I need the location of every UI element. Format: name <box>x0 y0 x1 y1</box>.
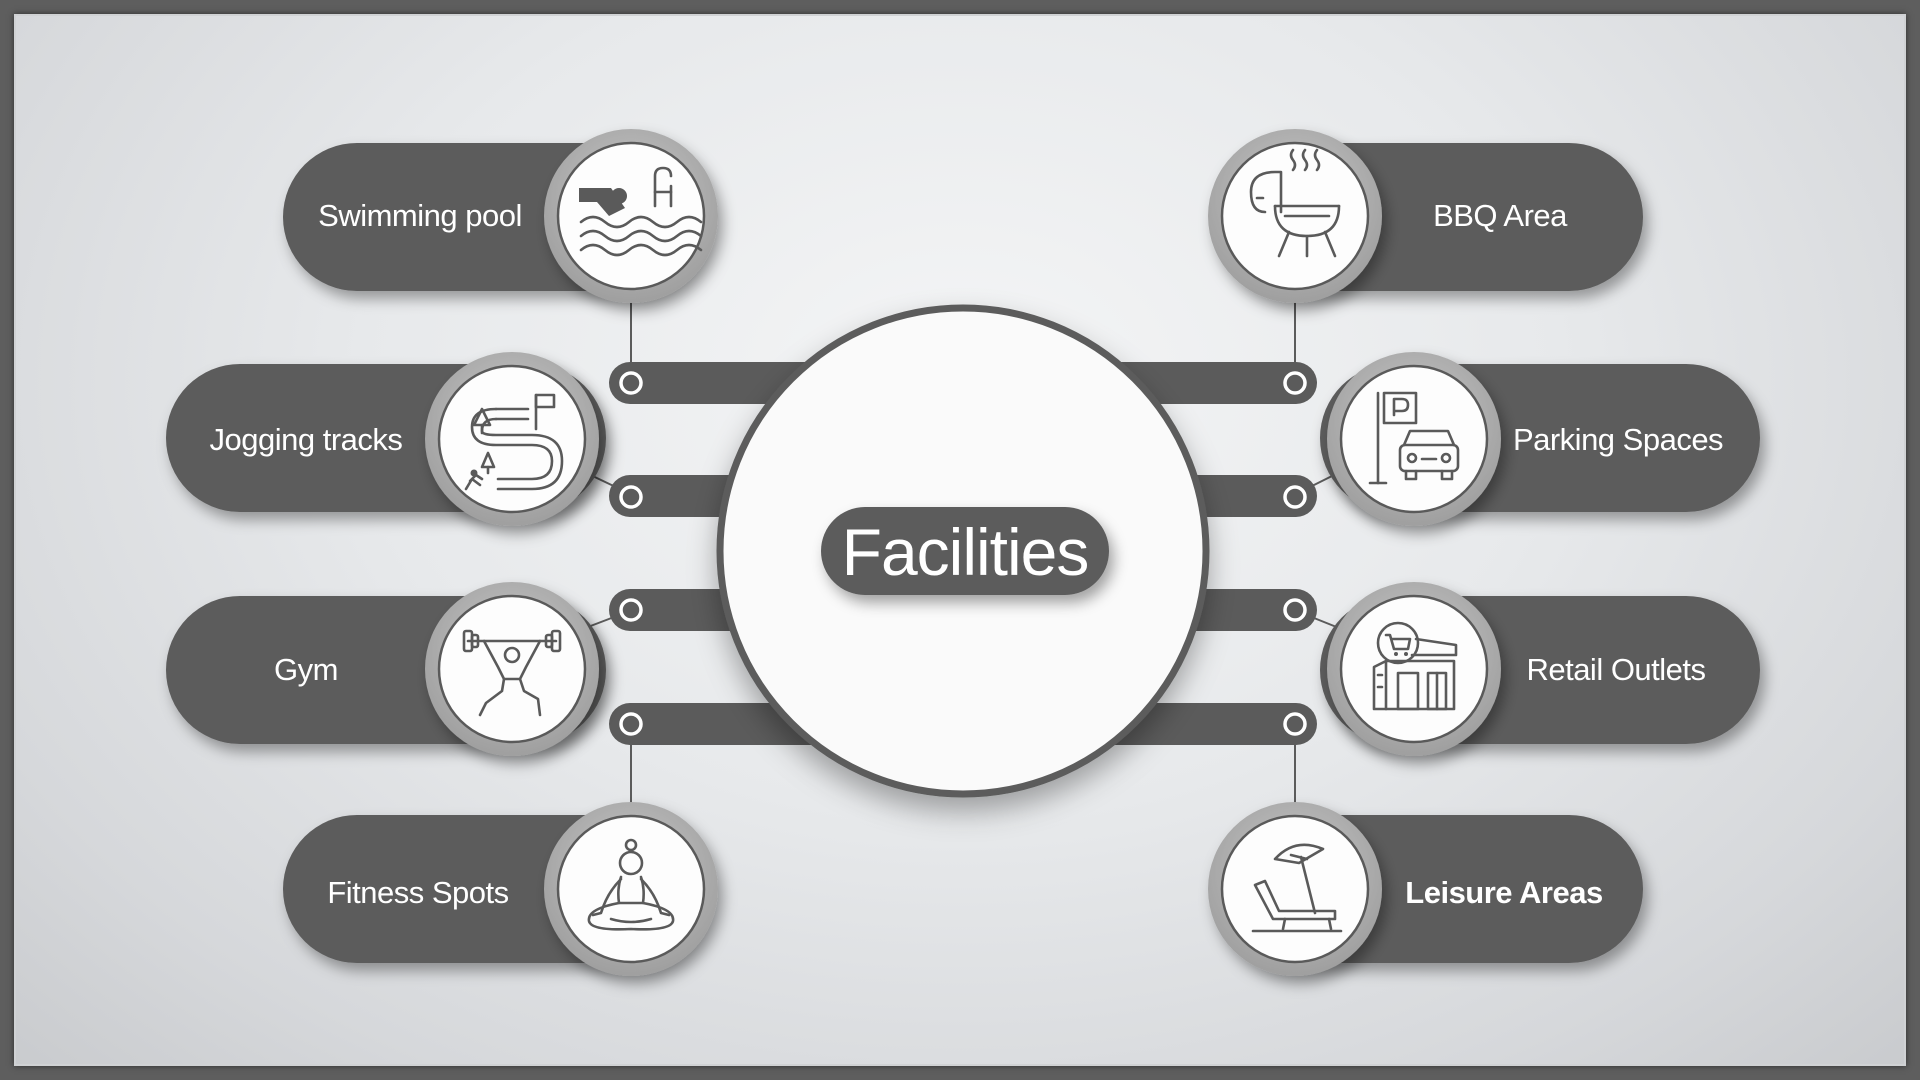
connector-node-right-4 <box>1283 712 1307 736</box>
jogging-track-icon <box>464 393 564 491</box>
facility-jogging-tracks: Jogging tracks <box>166 352 606 526</box>
facility-parking-spaces: Parking Spaces <box>1320 352 1760 526</box>
facility-leisure-areas: Leisure Areas <box>1208 802 1643 976</box>
facility-label: Gym <box>274 652 338 687</box>
icon-disc <box>1339 594 1489 744</box>
parking-icon <box>1368 391 1460 485</box>
connector-node-right-3 <box>1283 598 1307 622</box>
icon-disc <box>556 141 706 291</box>
title-badge <box>821 507 1109 595</box>
bbq-grill-icon <box>1249 148 1341 258</box>
icon-disc <box>437 594 587 744</box>
facility-gym: Gym <box>166 582 606 756</box>
connector-node-left-1 <box>619 371 643 395</box>
connector-node-right-2 <box>1283 485 1307 509</box>
beach-chair-icon <box>1251 843 1343 933</box>
weightlifting-icon <box>462 629 562 717</box>
facility-label: Parking Spaces <box>1513 422 1723 457</box>
icon-disc <box>1339 364 1489 514</box>
facility-label: BBQ Area <box>1433 198 1568 233</box>
icon-disc <box>556 814 706 964</box>
facility-swimming-pool: Swimming pool <box>283 129 718 303</box>
title-text: Facilities <box>842 515 1089 589</box>
facility-label: Jogging tracks <box>210 422 403 457</box>
connector-node-left-3 <box>619 598 643 622</box>
facility-label: Swimming pool <box>318 198 522 233</box>
yoga-icon <box>587 838 675 931</box>
connector-node-left-2 <box>619 485 643 509</box>
swimming-icon <box>579 166 703 257</box>
facility-fitness-spots: Fitness Spots <box>283 802 718 976</box>
facility-retail-outlets: Retail Outlets <box>1320 582 1760 756</box>
icon-disc <box>1220 814 1370 964</box>
center-hub: Facilities <box>716 304 1210 798</box>
facility-bbq-area: BBQ Area <box>1208 129 1643 303</box>
facility-label: Leisure Areas <box>1405 875 1602 910</box>
connector-node-right-1 <box>1283 371 1307 395</box>
connector-node-left-4 <box>619 712 643 736</box>
connector-nodes <box>619 371 1307 736</box>
retail-store-icon <box>1372 621 1458 711</box>
facility-label: Retail Outlets <box>1526 652 1705 687</box>
facility-label: Fitness Spots <box>327 875 508 910</box>
